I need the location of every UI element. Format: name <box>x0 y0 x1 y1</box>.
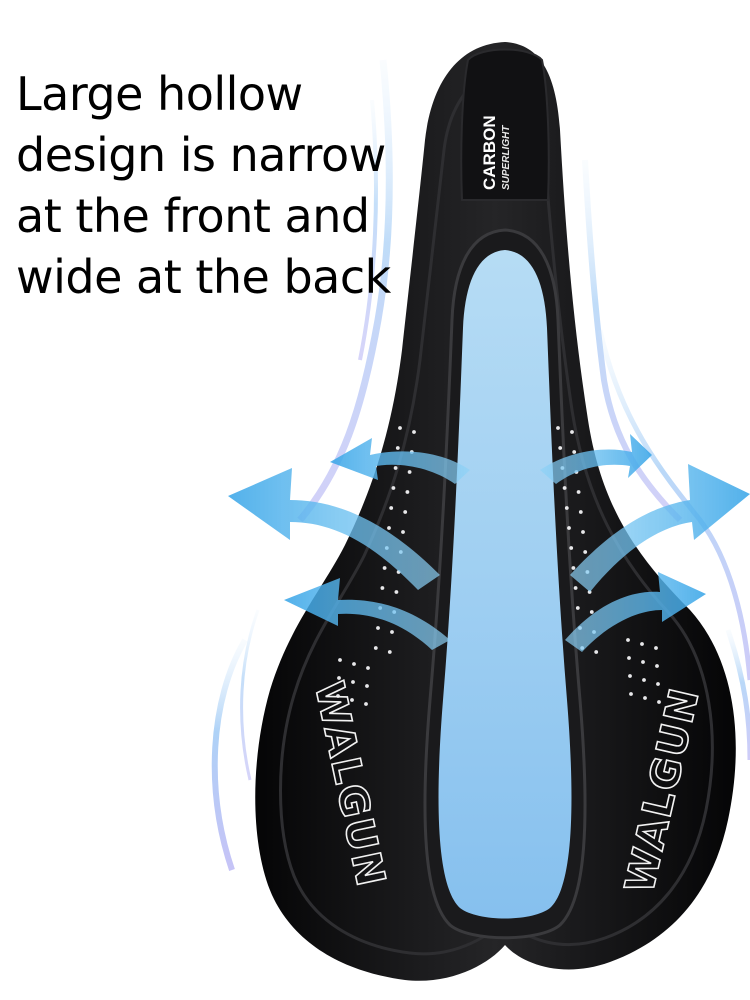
perforation-dot <box>641 660 645 664</box>
perforation-dot <box>642 678 646 682</box>
hollow-cutout <box>423 228 587 940</box>
perforation-dot <box>575 606 580 610</box>
perforation-dot <box>589 610 594 614</box>
perforation-dot <box>364 702 368 706</box>
perforation-dot <box>654 646 658 650</box>
perforation-dot <box>627 656 631 660</box>
perforation-dot <box>567 526 571 530</box>
perforation-dots-right <box>556 426 661 704</box>
headline-line: wide at the back <box>16 250 391 304</box>
perforation-dot <box>365 684 369 688</box>
perforation-dot <box>387 650 392 654</box>
airflow-arrow-icon <box>284 578 450 650</box>
airflow-arrow-icon <box>540 434 652 484</box>
perforation-dot <box>403 510 408 514</box>
perforation-dot <box>655 664 659 668</box>
perforation-dot <box>576 490 581 494</box>
perforation-dot <box>389 506 394 510</box>
perforation-dot <box>351 680 355 684</box>
perforation-dot <box>656 682 660 686</box>
perforation-dot <box>390 630 394 634</box>
headline-line: at the front and <box>16 189 370 243</box>
perforation-dot <box>350 698 354 702</box>
nose-brand-text: CARBON <box>480 115 499 190</box>
perforation-dot <box>366 666 370 670</box>
perforation-dot <box>373 646 378 650</box>
perforation-dot <box>391 486 396 490</box>
perforation-dot <box>571 566 576 570</box>
perforation-dot <box>578 510 583 514</box>
headline-text: Large hollow design is narrow at the fro… <box>16 64 396 308</box>
airflow-arrow-icon <box>330 438 470 484</box>
perforation-dot <box>562 486 567 490</box>
perforation-dot <box>626 638 630 642</box>
perforation-dot <box>657 700 661 704</box>
perforation-dot <box>382 566 387 570</box>
perforation-dot <box>352 662 356 666</box>
airflow-arrow-icon <box>570 464 750 592</box>
perforation-dot <box>628 674 632 678</box>
perforation-dot <box>398 426 402 430</box>
perforation-dot <box>401 530 405 534</box>
nose-sub-text: SUPERLIGHT <box>501 125 512 190</box>
perforation-dot <box>643 696 647 700</box>
perforation-dot <box>395 446 400 450</box>
perforation-dot <box>394 590 399 594</box>
perforation-dot <box>640 642 644 646</box>
perforation-dot <box>581 530 585 534</box>
perforation-dot <box>564 506 569 510</box>
perforation-dot <box>380 586 385 590</box>
perforation-dot <box>556 426 560 430</box>
perforation-dot <box>376 626 380 630</box>
perforation-dot <box>336 694 340 698</box>
airflow-arrows-left <box>228 438 470 650</box>
perforation-dot <box>583 550 588 554</box>
headline-line: Large hollow <box>16 67 303 121</box>
perforation-dot <box>594 650 599 654</box>
perforation-dot <box>558 446 563 450</box>
perforation-dot <box>393 466 398 470</box>
perforation-dot <box>338 658 342 662</box>
perforation-dot <box>572 450 577 454</box>
nose-label: CARBON SUPERLIGHT <box>480 115 512 190</box>
perforation-dot <box>629 692 633 696</box>
perforation-dot <box>387 526 391 530</box>
perforation-dot <box>569 546 574 550</box>
perforation-dot <box>573 586 578 590</box>
perforation-dot <box>412 430 416 434</box>
airflow-arrow-icon <box>228 468 440 590</box>
perforation-dot <box>570 430 574 434</box>
airflow-lines <box>211 59 750 871</box>
perforation-dot <box>337 676 341 680</box>
perforation-dot <box>407 470 412 474</box>
headline-line: design is narrow <box>16 128 386 182</box>
airflow-arrows-right <box>540 434 750 652</box>
perforation-dot <box>405 490 410 494</box>
airflow-arrow-icon <box>565 572 706 652</box>
